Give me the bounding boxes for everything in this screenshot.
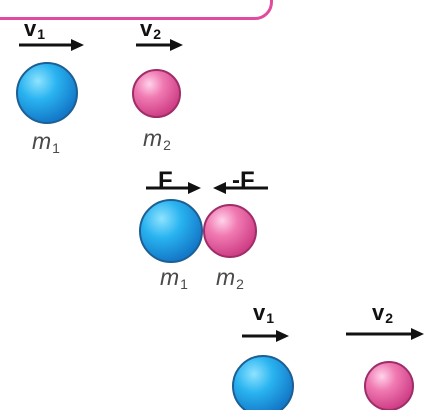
mass-1-label-top: m1 (32, 130, 60, 155)
mass-1-ball-top (14, 60, 80, 126)
mass-2-ball-top (130, 67, 183, 120)
colliding-balls (138, 196, 264, 266)
mass-2-label-middle: m2 (216, 266, 244, 291)
v1-arrow (17, 38, 85, 52)
mass-1-ball-bottom (230, 353, 296, 410)
top-band (0, 0, 273, 20)
v2-prime-label: v2 (372, 302, 393, 325)
v1-prime-label: v1 (253, 302, 274, 325)
mass-2-label-top: m2 (143, 127, 171, 152)
force-arrow-right (144, 181, 202, 195)
v1-prime-arrow (240, 329, 290, 343)
v2-prime-arrow (344, 327, 426, 341)
mass-1-label-middle: m1 (160, 266, 188, 291)
force-arrow-left (210, 181, 270, 195)
mass-2-ball-bottom (362, 359, 416, 410)
v2-arrow (134, 38, 184, 52)
left-border-line (0, 115, 7, 375)
